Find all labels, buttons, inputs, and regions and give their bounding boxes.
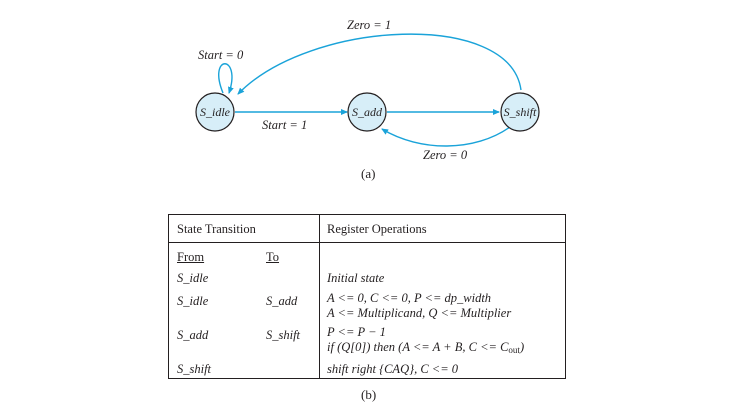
col-from-label: From [177, 250, 205, 264]
state-shift-node [500, 92, 540, 132]
row-2-to: S_shift [266, 328, 301, 342]
row-1-op-0: A <= 0, C <= 0, P <= dp_width [327, 291, 492, 305]
label-zero-1: Zero = 1 [347, 18, 391, 32]
row-1-op-1: A <= Multiplicand, Q <= Multiplier [327, 306, 512, 320]
state-shift-label: S_shift [504, 105, 537, 119]
row-1-from: S_idle [177, 294, 209, 308]
transition-idle-self [218, 63, 234, 94]
row-2-op-0: P <= P − 1 [327, 325, 386, 339]
row-3-op-0: shift right {CAQ}, C <= 0 [327, 362, 459, 376]
row-3-from: S_shift [177, 362, 212, 376]
row-2-op-1: if (Q[0]) then (A <= A + B, C <= Cout) [327, 340, 524, 358]
row-2-from: S_add [177, 328, 209, 342]
row-2-op-1-text: if (Q[0]) then (A <= A + B, C <= C [327, 340, 509, 354]
state-idle-node [195, 92, 235, 132]
state-add-label: S_add [352, 105, 383, 119]
row-2-op-1-sub: out [508, 345, 520, 355]
row-2-op-1-close: ) [519, 340, 525, 354]
state-idle-label: S_idle [200, 105, 231, 119]
row-1-to: S_add [266, 294, 298, 308]
caption-b: (b) [361, 387, 377, 402]
row-0-from: S_idle [177, 271, 209, 285]
row-0-op-0: Initial state [327, 271, 385, 285]
label-start-1: Start = 1 [262, 118, 307, 132]
transition-shift-to-idle [237, 33, 522, 95]
label-start-0: Start = 0 [198, 48, 244, 62]
state-diagram: S_idle S_add S_shift Start = 0 Start = 1… [195, 18, 540, 162]
col-to-label: To [266, 250, 280, 264]
caption-a: (a) [361, 166, 376, 181]
header-register-operations: Register Operations [327, 222, 427, 236]
header-state-transition: State Transition [177, 222, 256, 236]
transition-shift-to-add [381, 126, 511, 147]
label-zero-0: Zero = 0 [423, 148, 468, 162]
state-add-node [347, 92, 387, 132]
register-operations-table: State Transition Register Operations Fro… [168, 214, 566, 379]
